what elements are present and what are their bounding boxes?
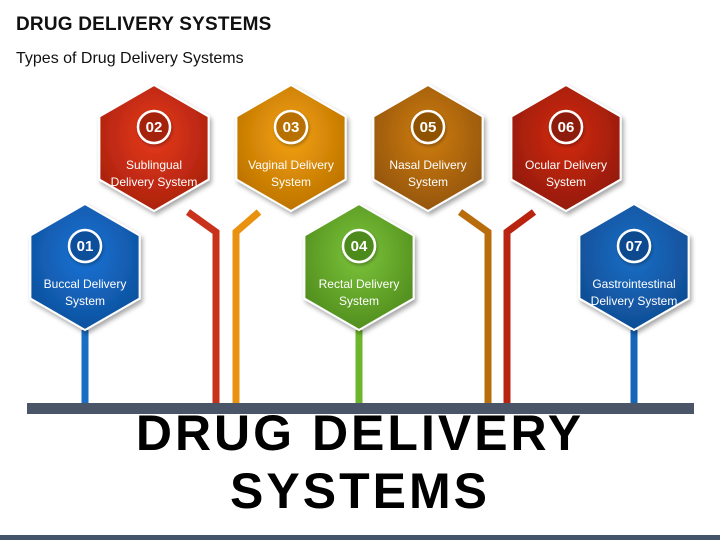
hexagon-label-line: System bbox=[65, 294, 105, 308]
connector-stem-03 bbox=[232, 209, 262, 404]
number-label: 01 bbox=[77, 238, 94, 255]
hexagon-label-line: Gastrointestinal bbox=[592, 277, 675, 291]
connector-stem-05 bbox=[457, 209, 492, 404]
hexagon-shape bbox=[98, 83, 210, 213]
hexagon-label-line: System bbox=[408, 175, 448, 189]
hexagon-label-line: Buccal Delivery bbox=[44, 277, 127, 291]
hexagon-label-line: Ocular Delivery bbox=[525, 158, 607, 172]
hexagon-label-line: Rectal Delivery bbox=[319, 277, 400, 291]
hexagon-label-line: System bbox=[339, 294, 379, 308]
number-label: 06 bbox=[558, 119, 575, 136]
number-label: 03 bbox=[283, 119, 300, 136]
hexagon-label-line: Vaginal Delivery bbox=[248, 158, 334, 172]
hexagon-shape bbox=[578, 202, 690, 332]
number-badge bbox=[410, 109, 446, 145]
hexagon-label-line: Sublingual bbox=[126, 158, 182, 172]
hexagon-label-line: System bbox=[546, 175, 586, 189]
page-title: DRUG DELIVERY SYSTEMS bbox=[16, 14, 272, 35]
hexagon-label-line: Delivery System bbox=[591, 294, 678, 308]
hexagon-shape bbox=[372, 83, 484, 213]
number-label: 02 bbox=[146, 119, 163, 136]
number-badge bbox=[136, 109, 172, 145]
hexagon-label-line: Delivery System bbox=[111, 175, 198, 189]
number-badge bbox=[616, 228, 652, 264]
number-label: 05 bbox=[420, 119, 437, 136]
connector-stem-06 bbox=[503, 209, 537, 404]
base-bar bbox=[27, 403, 694, 414]
connector-stem-02 bbox=[185, 209, 220, 404]
hexagon-label-line: Nasal Delivery bbox=[389, 158, 466, 172]
hexagon-label-line: System bbox=[271, 175, 311, 189]
hexagon-shape bbox=[235, 83, 347, 213]
number-badge bbox=[548, 109, 584, 145]
hexagon-shape bbox=[303, 202, 415, 332]
page-subtitle: Types of Drug Delivery Systems bbox=[16, 50, 244, 67]
number-badge bbox=[273, 109, 309, 145]
number-label: 07 bbox=[626, 238, 643, 255]
footer-bar bbox=[0, 535, 720, 540]
banner-title: DRUG DELIVERY SYSTEMS bbox=[135, 405, 585, 519]
number-badge bbox=[341, 228, 377, 264]
hexagon-shape bbox=[29, 202, 141, 332]
hexagon-shape bbox=[510, 83, 622, 213]
number-badge bbox=[67, 228, 103, 264]
number-label: 04 bbox=[351, 238, 368, 255]
